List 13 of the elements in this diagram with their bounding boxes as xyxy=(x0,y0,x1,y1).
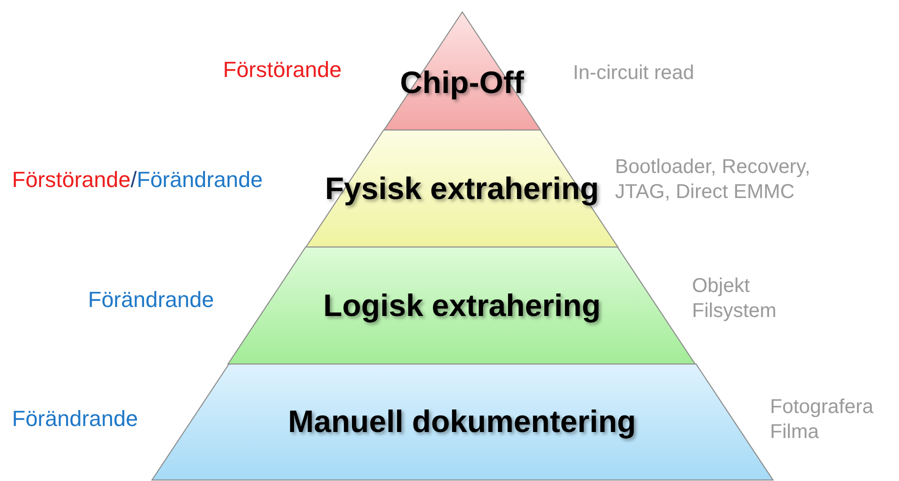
level-title: Manuell dokumentering xyxy=(288,403,636,441)
effect-label: Förstörande xyxy=(223,56,342,84)
effect-label: Förändrande xyxy=(88,286,214,314)
effect-label: Förstörande/Förändrande xyxy=(12,166,263,194)
method-note: Fotografera Filma xyxy=(770,395,874,445)
pyramid-level xyxy=(152,364,772,480)
level-title: Logisk extrahering xyxy=(323,286,601,324)
method-note: Objekt Filsystem xyxy=(692,274,778,324)
method-note: Bootloader, Recovery, JTAG, Direct EMMC xyxy=(615,155,812,205)
effect-label: Förändrande xyxy=(12,405,138,433)
level-title: Chip-Off xyxy=(400,64,524,102)
level-title: Fysisk extrahering xyxy=(325,170,599,208)
method-note: In-circuit read xyxy=(573,61,696,86)
